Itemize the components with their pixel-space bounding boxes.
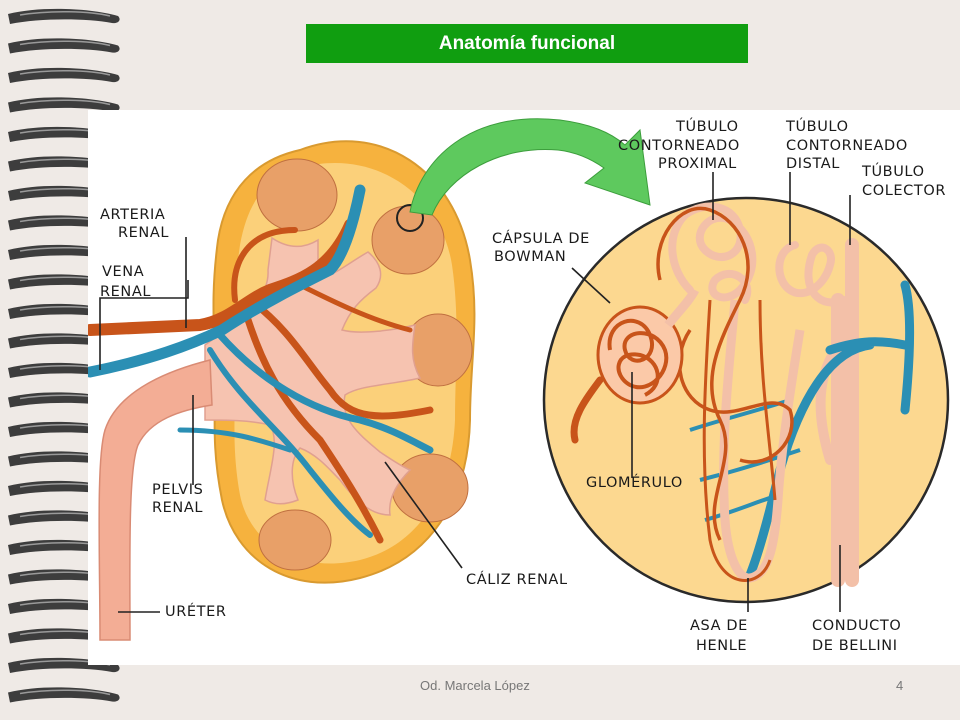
kidney [88, 140, 476, 641]
collecting-duct [831, 238, 859, 587]
capsule-neck [664, 287, 700, 328]
label-vena-renal-1: VENA [102, 264, 144, 280]
spiral-ring-highlight [19, 40, 111, 47]
spiral-ring-highlight [19, 11, 111, 17]
label-arteria-renal-2: RENAL [118, 225, 169, 241]
label-glomerulo: GLOMÉRULO [586, 474, 683, 491]
afferent-arteriole [570, 376, 604, 444]
renal-vein [88, 184, 434, 538]
spiral-ring-highlight [19, 70, 111, 76]
spiral-ring-highlight [19, 689, 111, 696]
ureter [98, 359, 213, 641]
label-capsula-2: BOWMAN [494, 249, 566, 265]
label-pelvis-renal-1: PELVIS [152, 482, 203, 498]
renal-artery [88, 219, 434, 544]
label-tc-2: COLECTOR [862, 183, 946, 199]
label-capsula-1: CÁPSULA DE [492, 230, 590, 247]
label-pelvis-renal-2: RENAL [152, 500, 203, 516]
loop-of-henle-outline [702, 299, 777, 582]
leader-lines [99, 172, 851, 613]
kidney-diagram: ARTERIA RENAL VENA RENAL PELVIS RENAL UR… [88, 117, 950, 654]
label-tcd-1: TÚBULO [785, 117, 849, 135]
label-ureter: URÉTER [165, 603, 227, 620]
label-tcp-1: TÚBULO [675, 117, 739, 135]
footer-author: Od. Marcela López [420, 678, 530, 693]
distal-tubule [775, 241, 849, 307]
glomerulus [607, 318, 669, 397]
slide-title: Anatomía funcional [306, 24, 748, 63]
label-tcd-2: CONTORNEADO [786, 138, 908, 154]
cortex-detail-circle [396, 204, 424, 232]
proximal-tubule [668, 202, 757, 304]
diagram-labels: ARTERIA RENAL VENA RENAL PELVIS RENAL UR… [100, 117, 946, 654]
nephron-capillaries [656, 206, 794, 541]
label-asa-2: HENLE [696, 638, 747, 654]
label-bellini-2: DE BELLINI [812, 638, 898, 654]
renal-pyramids [256, 158, 473, 571]
label-tcp-2: CONTORNEADO [618, 138, 740, 154]
page-number: 4 [896, 678, 904, 693]
label-tc-1: TÚBULO [861, 162, 925, 180]
label-asa-1: ASA DE [690, 618, 748, 634]
label-caliz-renal: CÁLIZ RENAL [466, 571, 568, 588]
nephron-detail [542, 196, 950, 604]
kidney-nephron-figure: ARTERIA RENAL VENA RENAL PELVIS RENAL UR… [88, 110, 960, 665]
label-arteria-renal-1: ARTERIA [100, 207, 165, 223]
loop-of-henle [719, 299, 805, 583]
label-tcd-3: DISTAL [786, 156, 840, 172]
spiral-ring-highlight [19, 99, 111, 106]
label-tcp-3: PROXIMAL [658, 156, 737, 172]
zoom-arrow [409, 118, 651, 216]
label-bellini-1: CONDUCTO [812, 618, 901, 634]
label-vena-renal-2: RENAL [100, 284, 151, 300]
